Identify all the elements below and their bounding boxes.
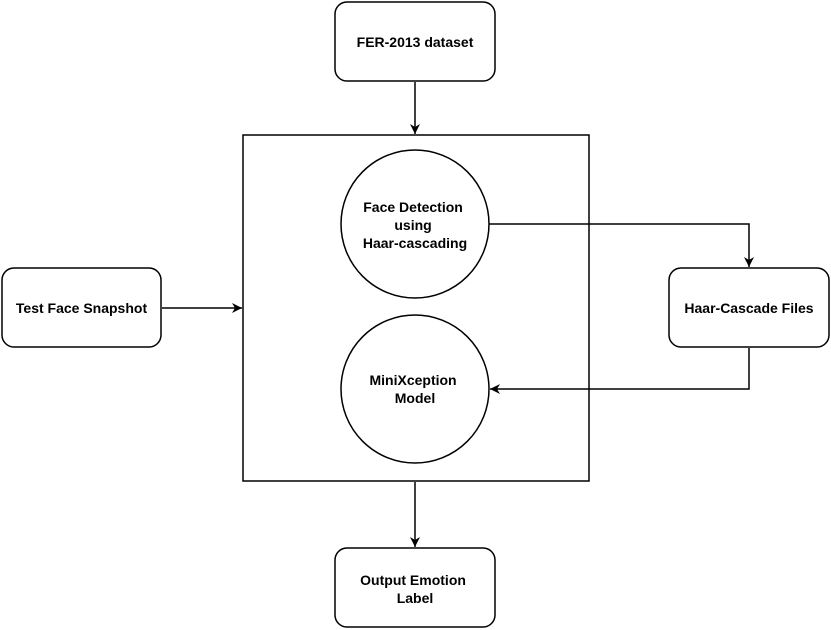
fer-dataset-label: FER-2013 dataset <box>357 34 474 50</box>
face-detection-label-line3: Haar-cascading <box>363 235 467 251</box>
svg-text:Face Detection using: Face Detection using Haar-cascading <box>363 199 467 251</box>
haar-files-node: Haar-Cascade Files <box>668 267 830 348</box>
svg-text:Haar-Cascade Files: Haar-Cascade Files <box>684 300 813 316</box>
haar-files-box <box>668 267 830 348</box>
face-detection-node: Face Detection using Haar-cascading <box>340 149 490 299</box>
arrow-haar-files-to-model <box>490 348 750 394</box>
haar-files-label: Haar-Cascade Files <box>684 300 813 316</box>
fer-dataset-node: FER-2013 dataset <box>334 1 496 82</box>
test-face-box <box>1 267 162 348</box>
svg-text:Test Face Snapshot: Test Face Snapshot <box>16 300 148 316</box>
output-emotion-node: Output Emotion Label <box>334 547 496 628</box>
svg-text:Output Emotion Label: Output Emotion Label <box>360 572 470 606</box>
face-detection-label-line2: using <box>394 217 431 233</box>
test-face-label: Test Face Snapshot <box>16 300 148 316</box>
output-emotion-box <box>334 547 496 628</box>
arrow-detection-to-haar-files <box>489 223 754 267</box>
output-emotion-label-line2: Label <box>397 590 434 606</box>
test-face-node: Test Face Snapshot <box>1 267 162 348</box>
output-emotion-label-line1: Output Emotion <box>360 572 466 588</box>
svg-text:MiniXception Model: MiniXception Model <box>369 372 460 406</box>
minixception-label-line2: Model <box>395 390 435 406</box>
minixception-node: MiniXception Model <box>340 314 490 464</box>
face-detection-label-line1: Face Detection <box>363 199 463 215</box>
svg-text:FER-2013 dataset: FER-2013 dataset <box>357 34 474 50</box>
minixception-circle <box>340 314 490 464</box>
minixception-label-line1: MiniXception <box>369 372 456 388</box>
fer-dataset-box <box>334 1 496 82</box>
